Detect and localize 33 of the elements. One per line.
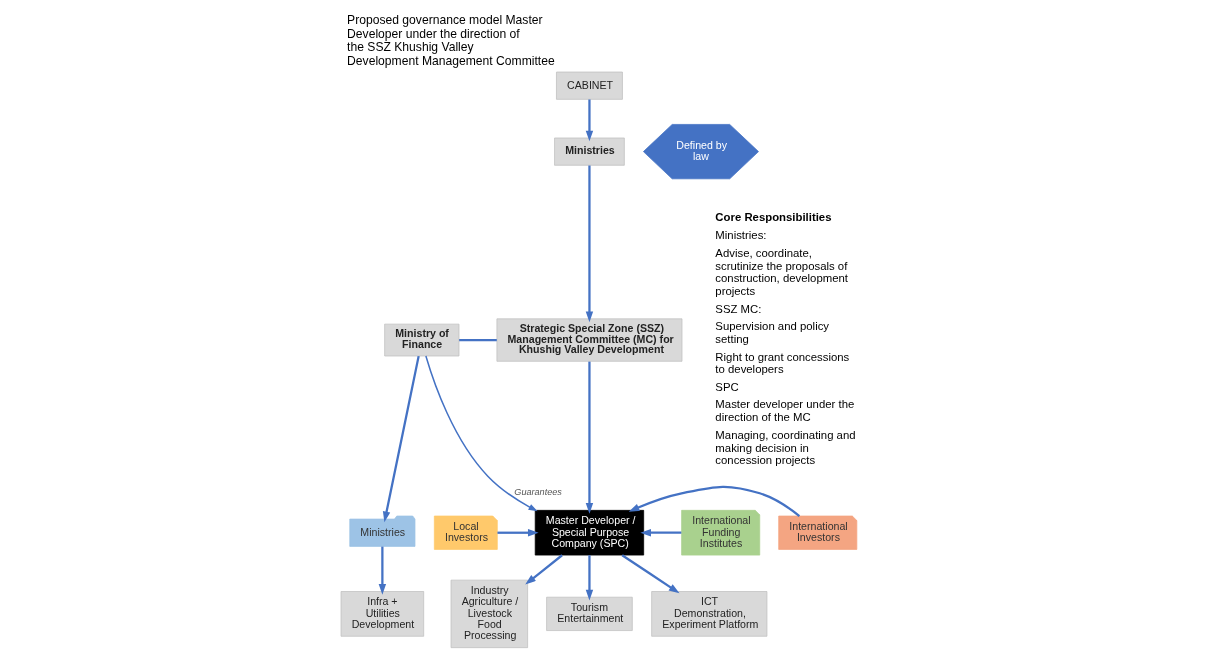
arrow <box>585 165 594 323</box>
node-box: Strategic Special Zone (SSZ) Management Committee (MC) for Khushig Valley Development <box>496 318 683 362</box>
node-box: Master Developer / Special Purpose Company (SPC) <box>534 509 645 556</box>
node-box: CABINET <box>556 71 623 100</box>
arrow <box>640 529 682 537</box>
label: Right to grant concessions to developers <box>715 350 850 376</box>
label: SSZ MC: <box>715 302 762 315</box>
arrow <box>378 546 387 595</box>
label: Core Responsibilities <box>715 210 832 223</box>
connector <box>459 338 497 342</box>
arrow <box>628 485 801 517</box>
arrow <box>585 361 594 514</box>
arrow <box>525 554 563 585</box>
node-box: Industry Agriculture / Livestock Food Processing <box>450 579 528 648</box>
node-box: Ministries <box>554 137 625 166</box>
arrow <box>425 355 538 512</box>
label: Managing, coordinating and making decision in concession projects <box>715 428 856 467</box>
label: Ministries: <box>715 229 767 242</box>
arrow <box>382 355 420 523</box>
arrow <box>585 99 594 142</box>
node-box: Tourism Entertainment <box>546 596 633 631</box>
edge-label: Guarantees <box>514 486 562 497</box>
label: Supervision and policy setting <box>715 320 830 346</box>
arrow <box>621 554 680 594</box>
node-box: ICT Demonstration, Experiment Platform <box>651 591 768 637</box>
arrow <box>585 555 594 601</box>
arrow <box>497 529 539 537</box>
label: Advise, coordinate, scrutinize the proposals of construction, development projects <box>715 246 848 298</box>
node-box: Infra + Utilities Development <box>340 591 425 637</box>
label: SPC <box>715 380 739 393</box>
label: Master developer under the direction of the MC <box>715 398 855 424</box>
node-box: Ministry of Finance <box>384 323 460 357</box>
diagram-title: Proposed governance model Master Developer under the direction of the SSZ Khushig Valley Development Management Committee <box>347 13 555 69</box>
